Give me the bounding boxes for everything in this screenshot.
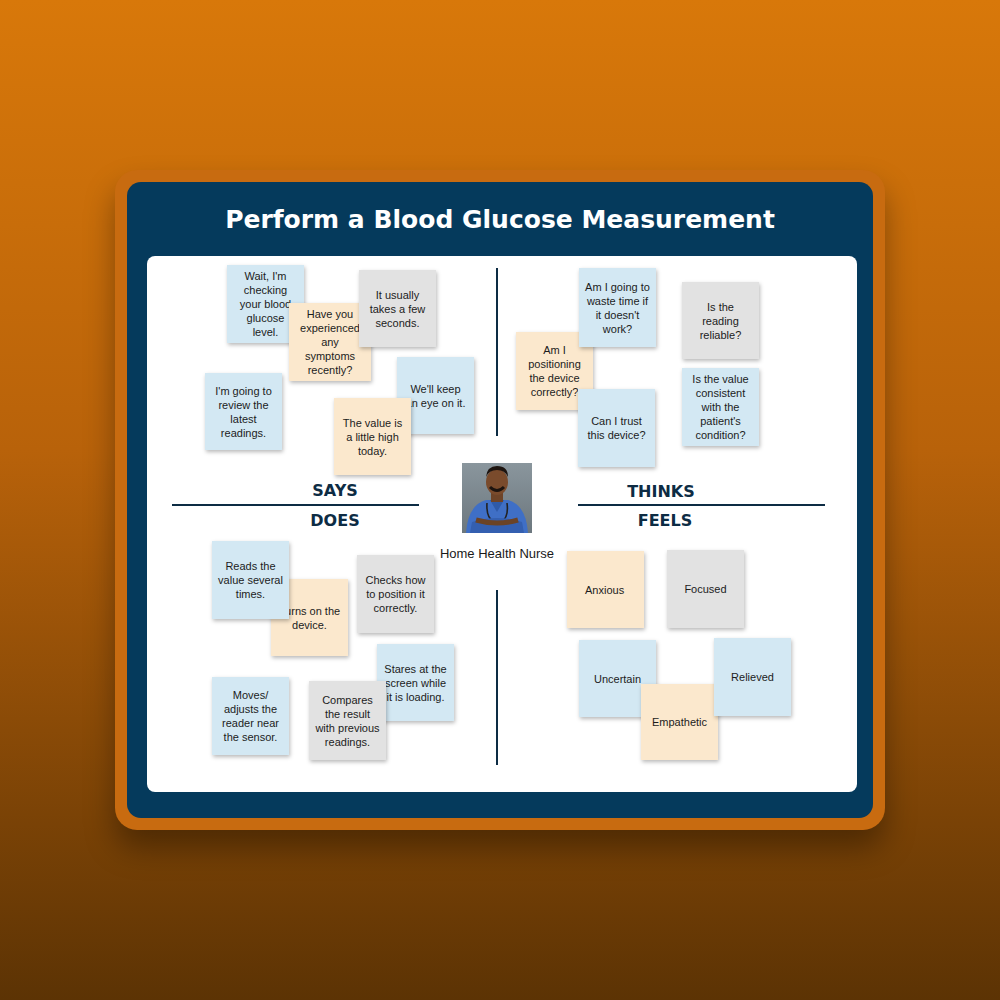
sticky-note: Reads the value several times.: [212, 541, 289, 619]
sticky-note: Is the reading reliable?: [682, 282, 759, 359]
note-text: Relieved: [731, 670, 774, 684]
note-text: Is the reading reliable?: [688, 300, 753, 342]
quadrant-label: SAYS: [235, 481, 435, 501]
nurse-photo: [462, 463, 532, 533]
divider-line: [496, 268, 498, 436]
sticky-note: It usually takes a few seconds.: [359, 270, 436, 347]
sticky-note: Empathetic: [641, 684, 718, 760]
note-text: Moves/ adjusts the reader near the senso…: [218, 688, 283, 744]
note-text: Checks how to position it correctly.: [363, 573, 428, 615]
note-text: Reads the value several times.: [218, 559, 283, 601]
sticky-note: Relieved: [714, 638, 791, 716]
diagram-title: Perform a Blood Glucose Measurement: [127, 203, 873, 237]
note-text: We'll keep an eye on it.: [403, 382, 468, 410]
note-text: Compares the result with previous readin…: [315, 693, 380, 749]
sticky-note: Stares at the screen while it is loading…: [377, 644, 454, 721]
note-text: It usually takes a few seconds.: [365, 288, 430, 330]
note-text: Have you experienced any symptoms recent…: [295, 307, 365, 377]
note-text: Anxious: [585, 583, 624, 597]
sticky-note: Am I going to waste time if it doesn't w…: [579, 268, 656, 347]
sticky-note: Compares the result with previous readin…: [309, 681, 386, 760]
note-text: Uncertain: [594, 672, 641, 686]
sticky-note: Checks how to position it correctly.: [357, 555, 434, 633]
divider-line: [578, 504, 825, 506]
sticky-note: Anxious: [567, 551, 644, 628]
quadrant-label: FEELS: [565, 511, 765, 531]
quadrant-label: DOES: [235, 511, 435, 531]
note-text: Am I going to waste time if it doesn't w…: [585, 280, 650, 336]
divider-line: [172, 504, 419, 506]
note-text: The value is a little high today.: [340, 416, 405, 458]
sticky-note: I'm going to review the latest readings.: [205, 373, 282, 450]
sticky-note: Moves/ adjusts the reader near the senso…: [212, 677, 289, 755]
sticky-note: Can I trust this device?: [578, 389, 655, 467]
sticky-note: The value is a little high today.: [334, 398, 411, 475]
divider-line: [496, 590, 498, 765]
sticky-note: Is the value consistent with the patient…: [682, 368, 759, 446]
note-text: I'm going to review the latest readings.: [211, 384, 276, 440]
note-text: Stares at the screen while it is loading…: [383, 662, 448, 704]
note-text: Empathetic: [652, 715, 707, 729]
note-text: Can I trust this device?: [584, 414, 649, 442]
quadrant-label: THINKS: [561, 482, 761, 502]
sticky-note: Focused: [667, 550, 744, 628]
note-text: Is the value consistent with the patient…: [688, 372, 753, 442]
note-text: Focused: [684, 582, 726, 596]
persona-label: Home Health Nurse: [397, 546, 597, 562]
